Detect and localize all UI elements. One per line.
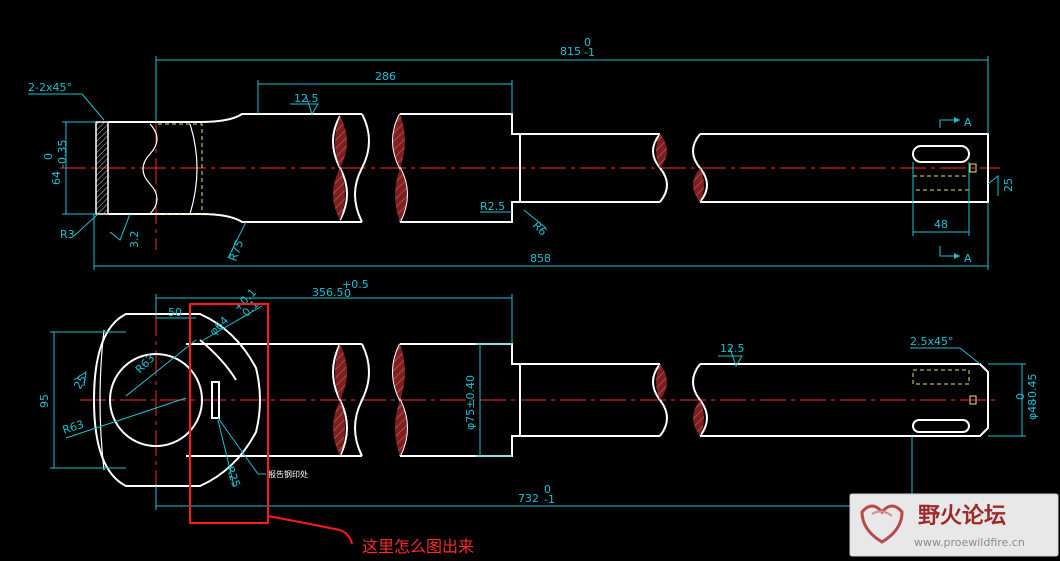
r6-label: R6 xyxy=(530,219,550,239)
svg-text:0: 0 xyxy=(584,36,591,49)
section-a-top: A xyxy=(964,116,972,129)
question-text: 这里怎么图出来 xyxy=(362,537,474,556)
bottom-shaft-right xyxy=(700,363,989,437)
svg-text:0: 0 xyxy=(344,287,351,300)
dim-732: 732 xyxy=(518,492,539,505)
roughness-3-2: 3.2 xyxy=(128,231,141,249)
watermark-url: www.proewildfire.cn xyxy=(914,536,1025,549)
watermark: 野火论坛 www.proewildfire.cn xyxy=(849,493,1059,557)
roughness-12-5-bot: 12.5 xyxy=(720,342,745,355)
svg-text:-0.35: -0.35 xyxy=(56,140,69,168)
dim-356: 356.5 xyxy=(312,286,344,299)
bore-arc xyxy=(189,123,198,215)
top-lower-edge-left xyxy=(108,213,362,223)
highlight-leader xyxy=(267,515,353,545)
dim-50: 50 xyxy=(168,306,182,319)
left-break xyxy=(142,123,158,215)
dim-815: 815 xyxy=(560,45,581,58)
dim-64: 64 xyxy=(50,171,63,185)
r3-label: R3 xyxy=(60,228,75,241)
top-shaft-right xyxy=(700,133,989,203)
r75-label: R75 xyxy=(227,238,247,263)
svg-text:-0.45: -0.45 xyxy=(1026,374,1039,402)
bottom-keyway xyxy=(912,419,970,433)
r63-outer: R63 xyxy=(61,418,86,437)
svg-text:0: 0 xyxy=(42,153,55,160)
end-face-hatch xyxy=(95,121,109,215)
break-1-right xyxy=(354,113,370,223)
dim-858: 858 xyxy=(530,252,551,265)
svg-text:-1: -1 xyxy=(544,493,555,506)
eye-head xyxy=(92,313,261,487)
hidden-bore xyxy=(158,123,203,215)
r2-5-label: R2.5 xyxy=(480,200,505,213)
top-mid-body xyxy=(400,113,521,223)
watermark-title: 野火论坛 xyxy=(918,503,1006,529)
eye-bore xyxy=(109,353,203,447)
svg-text:0: 0 xyxy=(1014,393,1027,400)
top-view: 815 0 -1 286 2-2x45° 64 0 -0.35 R3 3.2 R… xyxy=(28,36,1015,270)
roughness-25-top: 25 xyxy=(1002,178,1015,192)
top-upper-edge-left xyxy=(108,113,362,123)
r63-inner: R63 xyxy=(133,352,157,376)
stamp-slot xyxy=(211,381,220,419)
roughness-25-bot: 25 xyxy=(71,373,89,392)
dim-phi48: φ48 xyxy=(1026,399,1039,420)
dim-phi64: φ64 xyxy=(207,314,231,338)
svg-text:+0.5: +0.5 xyxy=(342,278,369,291)
dim-95: 95 xyxy=(38,394,51,408)
bottom-mid-body xyxy=(400,343,521,457)
hidden-keyway xyxy=(912,175,970,191)
dim-48: 48 xyxy=(934,218,948,231)
bottom-view: 356.5 +0.5 0 50 φ64 +0.1 -0.1 R63 R63 25… xyxy=(38,278,1039,510)
dim-phi75: φ75±0.40 xyxy=(464,375,477,430)
r25-bot: R25 xyxy=(223,465,243,490)
roughness-12-5-top: 12.5 xyxy=(294,92,319,105)
chamfer-right: 2.5x45° xyxy=(910,335,954,348)
highlight-box xyxy=(189,303,269,524)
svg-text:0: 0 xyxy=(544,483,551,496)
svg-text:-1: -1 xyxy=(584,46,595,59)
dim-286: 286 xyxy=(375,70,396,83)
section-a-bottom: A xyxy=(964,252,972,265)
stamp-note: 报告钢印处 xyxy=(268,469,308,479)
watermark-logo-icon xyxy=(860,504,904,544)
keyway xyxy=(912,145,970,163)
chamfer-label: 2-2x45° xyxy=(28,81,72,94)
